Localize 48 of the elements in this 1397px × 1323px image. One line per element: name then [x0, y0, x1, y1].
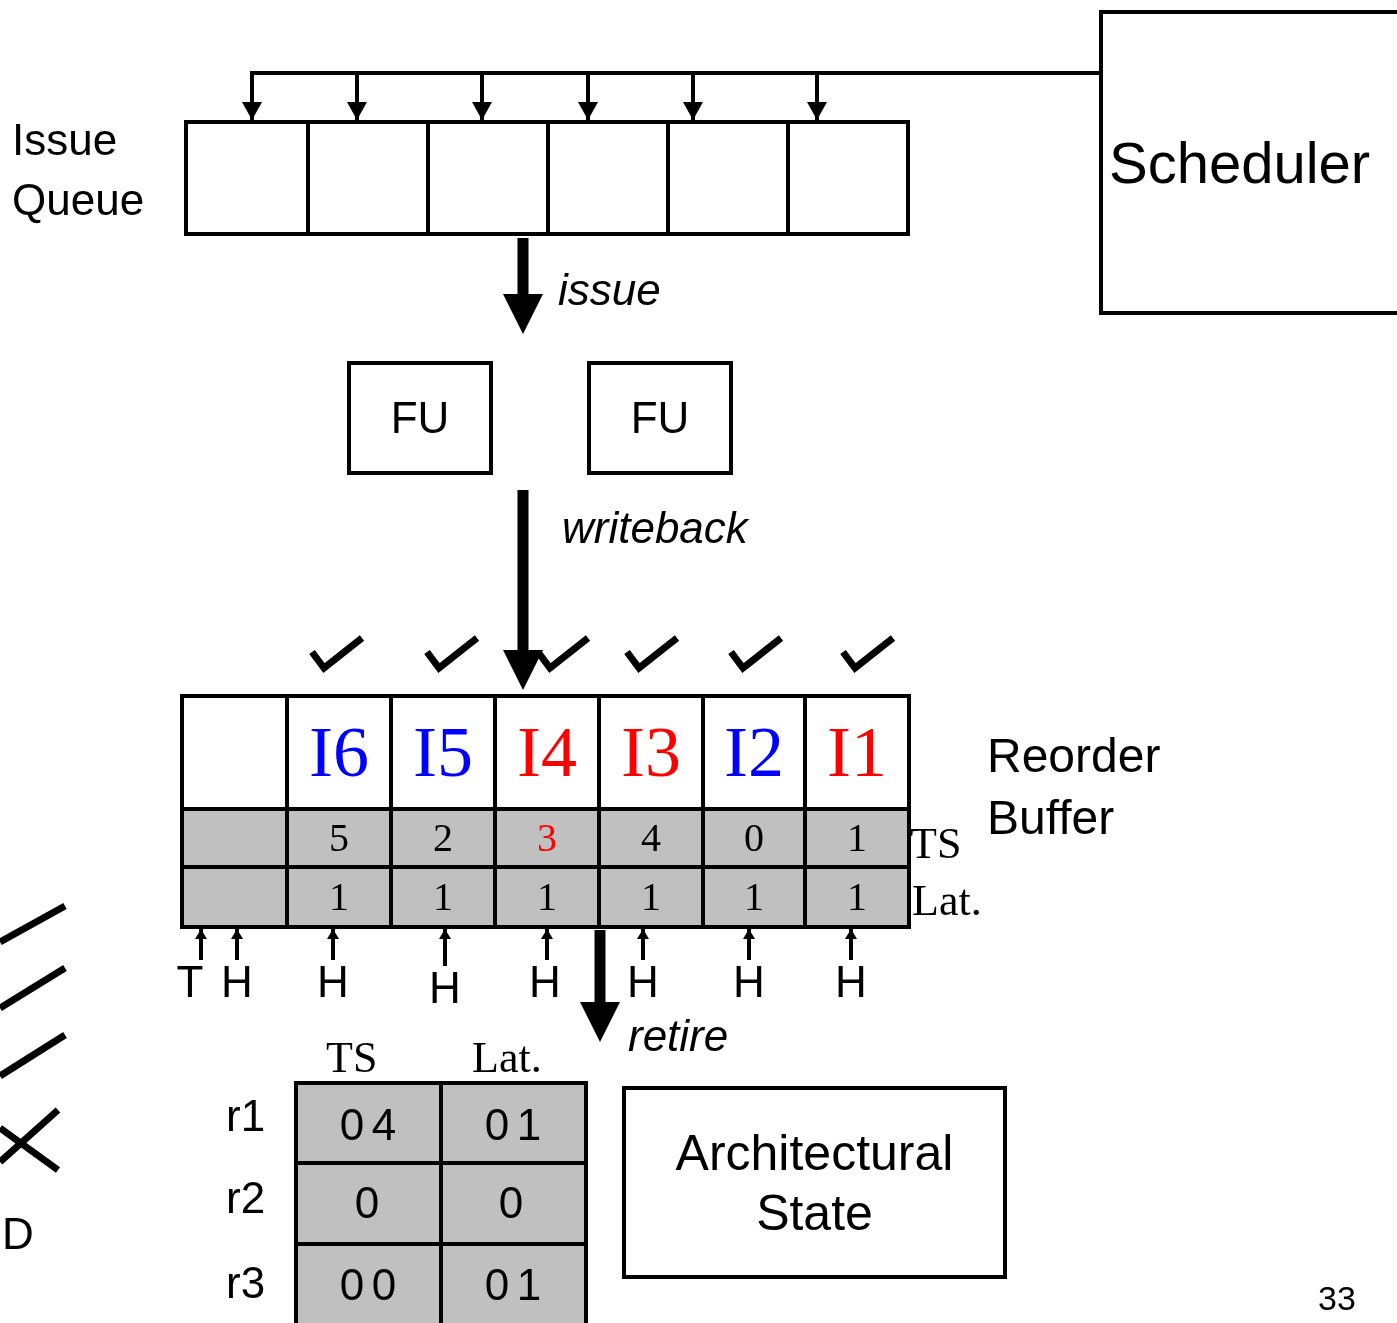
arrow — [231, 929, 243, 960]
arrow — [439, 929, 451, 966]
head-pointer-label: H — [731, 956, 767, 1008]
functional-unit-box: FU — [587, 361, 733, 475]
arrow — [503, 238, 543, 334]
cell-value: 0 — [483, 1259, 511, 1311]
cell-value: 1 — [515, 1099, 543, 1151]
cell-value: 0 — [370, 1259, 398, 1311]
arrow — [637, 929, 649, 960]
partial-text: D — [2, 1208, 35, 1260]
head-pointer-label: H — [427, 962, 463, 1014]
edge-label: retire — [628, 1010, 729, 1062]
cell-value: 0 — [483, 1099, 511, 1151]
register-name: r1 — [226, 1090, 267, 1142]
arrow — [743, 929, 755, 960]
page-number: 33 — [1318, 1278, 1357, 1319]
row-label: TS — [910, 818, 963, 870]
head-pointer-label: H — [833, 956, 869, 1008]
tail-pointer-label: T — [172, 956, 208, 1008]
cell-value: 0 — [338, 1259, 366, 1311]
scheduler-box: Scheduler — [1099, 10, 1397, 315]
arrow — [541, 929, 553, 960]
register-name: r2 — [226, 1172, 267, 1224]
head-pointer-label: H — [527, 956, 563, 1008]
column-header: Lat. — [472, 1032, 543, 1084]
cell-value: 0 — [497, 1177, 525, 1229]
architectural-state-box: Architectural State — [622, 1086, 1007, 1279]
buffer-label: Reorder Buffer — [987, 728, 1162, 846]
row-label: Lat. — [912, 875, 983, 927]
cell-value: 1 — [515, 1259, 543, 1311]
register-name: r3 — [226, 1257, 267, 1309]
cell-value: 0 — [353, 1177, 381, 1229]
queue-label: Issue Queue — [12, 114, 146, 226]
arrow — [327, 929, 339, 960]
head-pointer-label: H — [625, 956, 661, 1008]
column-header: TS — [326, 1032, 379, 1084]
cell-value: 4 — [370, 1099, 398, 1151]
arrow — [580, 930, 620, 1042]
arrow — [807, 71, 1099, 120]
edge-label: writeback — [562, 502, 748, 554]
cell-value: 0 — [338, 1099, 366, 1151]
edge-label: issue — [558, 264, 661, 316]
arrow — [845, 929, 857, 960]
functional-unit-box: FU — [347, 361, 493, 475]
head-pointer-label: H — [219, 956, 255, 1008]
arrow — [503, 490, 543, 690]
head-pointer-label: H — [315, 956, 351, 1008]
arrow — [195, 929, 207, 960]
